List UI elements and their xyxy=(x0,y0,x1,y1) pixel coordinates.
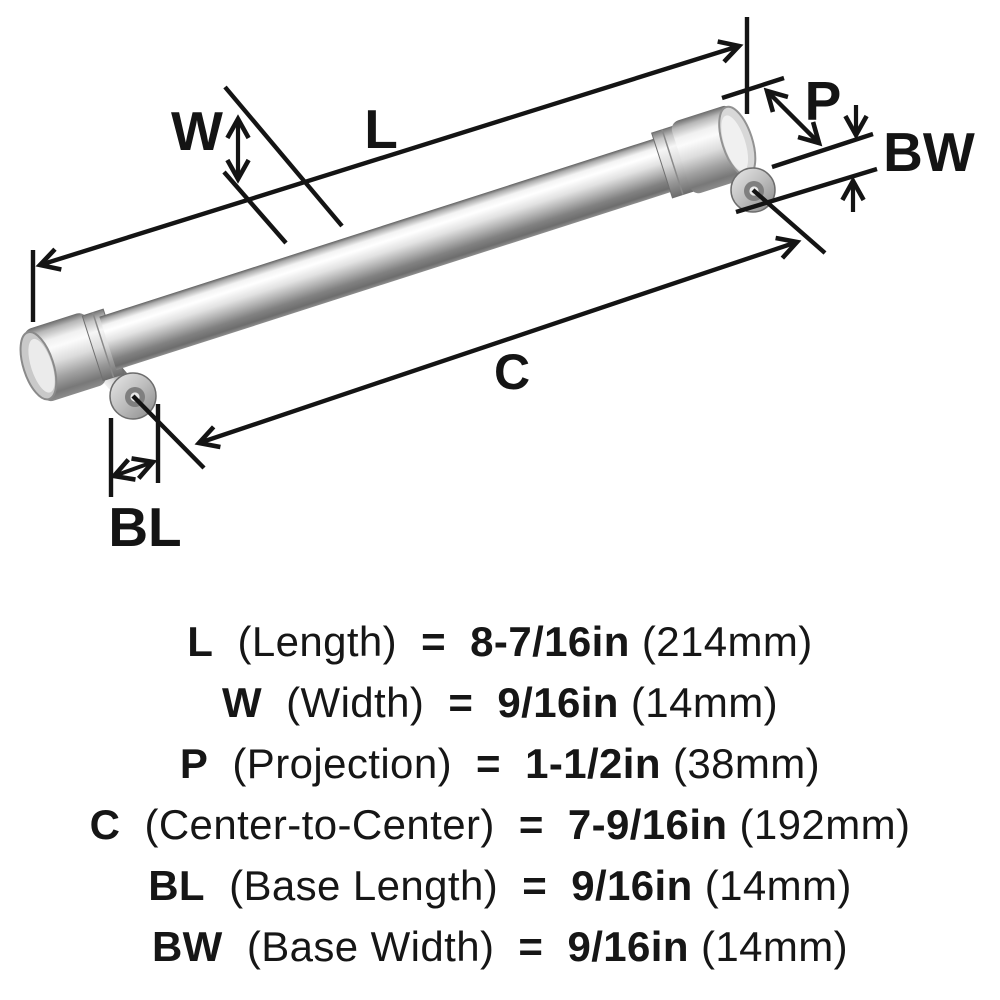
spec-metric: (14mm) xyxy=(630,679,778,726)
spec-row: W (Width) = 9/16in (14mm) xyxy=(222,672,778,733)
label-bw: BW xyxy=(883,121,975,183)
spec-metric: (192mm) xyxy=(739,801,911,848)
spec-row: C (Center-to-Center) = 7-9/16in (192mm) xyxy=(90,794,911,855)
spec-imperial: 8-7/16in xyxy=(470,618,630,665)
p-reference-line xyxy=(721,75,785,101)
spec-metric: (14mm) xyxy=(704,862,852,909)
spec-list: L (Length) = 8-7/16in (214mm) W (Width) … xyxy=(0,611,1000,977)
spec-imperial: 9/16in xyxy=(567,923,689,970)
label-l: L xyxy=(364,98,398,160)
bw-reference-line-upper xyxy=(771,131,874,170)
spec-imperial: 1-1/2in xyxy=(525,740,661,787)
spec-equals: = xyxy=(448,679,474,726)
label-bl: BL xyxy=(108,496,181,558)
handle-dimension-drawing: W L P BW C BL xyxy=(19,17,975,558)
c-leader-line-left xyxy=(131,394,206,470)
spec-code: C xyxy=(89,801,121,848)
spec-code: P xyxy=(179,740,209,787)
c-leader-line-right xyxy=(751,188,827,255)
spec-desc: (Base Length) xyxy=(229,862,499,909)
left-collar-groove xyxy=(92,312,115,378)
spec-equals: = xyxy=(476,740,501,787)
spec-desc: (Projection) xyxy=(232,740,452,787)
spec-row: BW (Base Width) = 9/16in (14mm) xyxy=(152,916,848,977)
spec-code: BW xyxy=(151,923,223,970)
spec-imperial: 9/16in xyxy=(571,862,693,909)
spec-metric: (214mm) xyxy=(641,618,813,665)
spec-code: W xyxy=(222,679,263,726)
spec-metric: (14mm) xyxy=(700,923,849,970)
spec-desc: (Base Width) xyxy=(246,923,495,970)
spec-code: L xyxy=(187,618,214,665)
spec-imperial: 7-9/16in xyxy=(567,801,728,848)
c-dimension-line xyxy=(194,235,802,450)
label-p: P xyxy=(805,70,842,132)
spec-desc: (Width) xyxy=(286,679,425,726)
spec-imperial: 9/16in xyxy=(497,679,619,726)
spec-desc: (Center-to-Center) xyxy=(144,801,495,848)
left-cap-face-inner xyxy=(28,338,55,393)
spec-code: BL xyxy=(148,862,205,909)
bl-dimension-arrow xyxy=(109,456,158,482)
spec-row: L (Length) = 8-7/16in (214mm) xyxy=(187,611,812,672)
label-w: W xyxy=(171,100,223,162)
bar-cylinder xyxy=(99,137,675,371)
l-dimension-line xyxy=(35,39,744,272)
p-dimension-arrow xyxy=(763,87,823,147)
spec-equals: = xyxy=(518,923,544,970)
spec-equals: = xyxy=(421,618,447,665)
spec-equals: = xyxy=(518,801,544,848)
w-extension-line-upper xyxy=(223,85,344,228)
w-extension-line-lower xyxy=(222,170,288,245)
spec-row: P (Projection) = 1-1/2in (38mm) xyxy=(180,733,820,794)
spec-equals: = xyxy=(522,862,548,909)
spec-row: BL (Base Length) = 9/16in (14mm) xyxy=(148,855,852,916)
spec-desc: (Length) xyxy=(237,618,398,665)
bw-reference-line-lower xyxy=(735,166,878,215)
label-c: C xyxy=(494,344,530,400)
spec-metric: (38mm) xyxy=(673,740,821,787)
